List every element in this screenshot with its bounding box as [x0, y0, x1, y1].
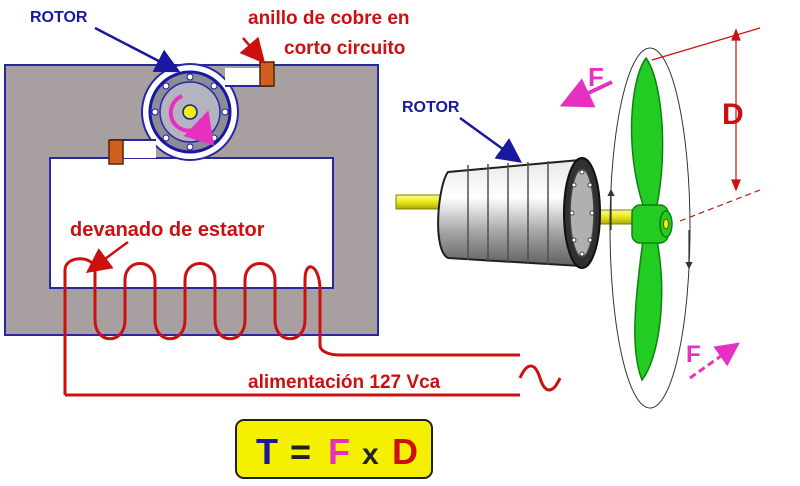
- label-supply: alimentación 127 Vca: [248, 372, 441, 393]
- formula-eq: =: [290, 431, 311, 472]
- force-arrow-top: [559, 78, 613, 108]
- formula-t: T: [256, 431, 278, 472]
- force-arrow-bottom: [689, 342, 740, 380]
- ac-source-symbol: [518, 364, 562, 392]
- pointer-winding: [85, 240, 129, 273]
- torque-formula: T = F x D: [235, 419, 433, 479]
- label-stator-winding: devanado de estator: [70, 219, 265, 241]
- fan-blade-bottom: [634, 239, 663, 382]
- shaft-left: [395, 194, 445, 210]
- rotor-cross-section: [148, 70, 232, 154]
- label-distance: D: [722, 98, 744, 131]
- rotation-arrow: [168, 94, 215, 146]
- distance-dimension: [651, 27, 761, 222]
- label-rotor-left: ROTOR: [30, 9, 88, 26]
- formula-d: D: [392, 431, 418, 472]
- label-rotor-right: ROTOR: [402, 99, 460, 116]
- label-ring-line2: corto circuito: [284, 38, 405, 59]
- label-force-bottom: F: [686, 341, 701, 368]
- fan-blade-top: [630, 56, 664, 206]
- pointer-ring: [239, 36, 266, 64]
- fan: [630, 56, 673, 382]
- shading-ring: [108, 61, 275, 165]
- pointer-rotor-left: [94, 26, 181, 73]
- pointer-rotor-right: [459, 116, 523, 163]
- formula-x: x: [362, 438, 379, 471]
- fan-sweep-ellipse: [609, 47, 691, 409]
- rotor-cylinder: [437, 157, 601, 269]
- stator-core: [4, 64, 379, 336]
- label-force-top: F: [588, 62, 604, 92]
- label-ring-line1: anillo de cobre en: [248, 8, 410, 29]
- formula-f: F: [328, 431, 350, 472]
